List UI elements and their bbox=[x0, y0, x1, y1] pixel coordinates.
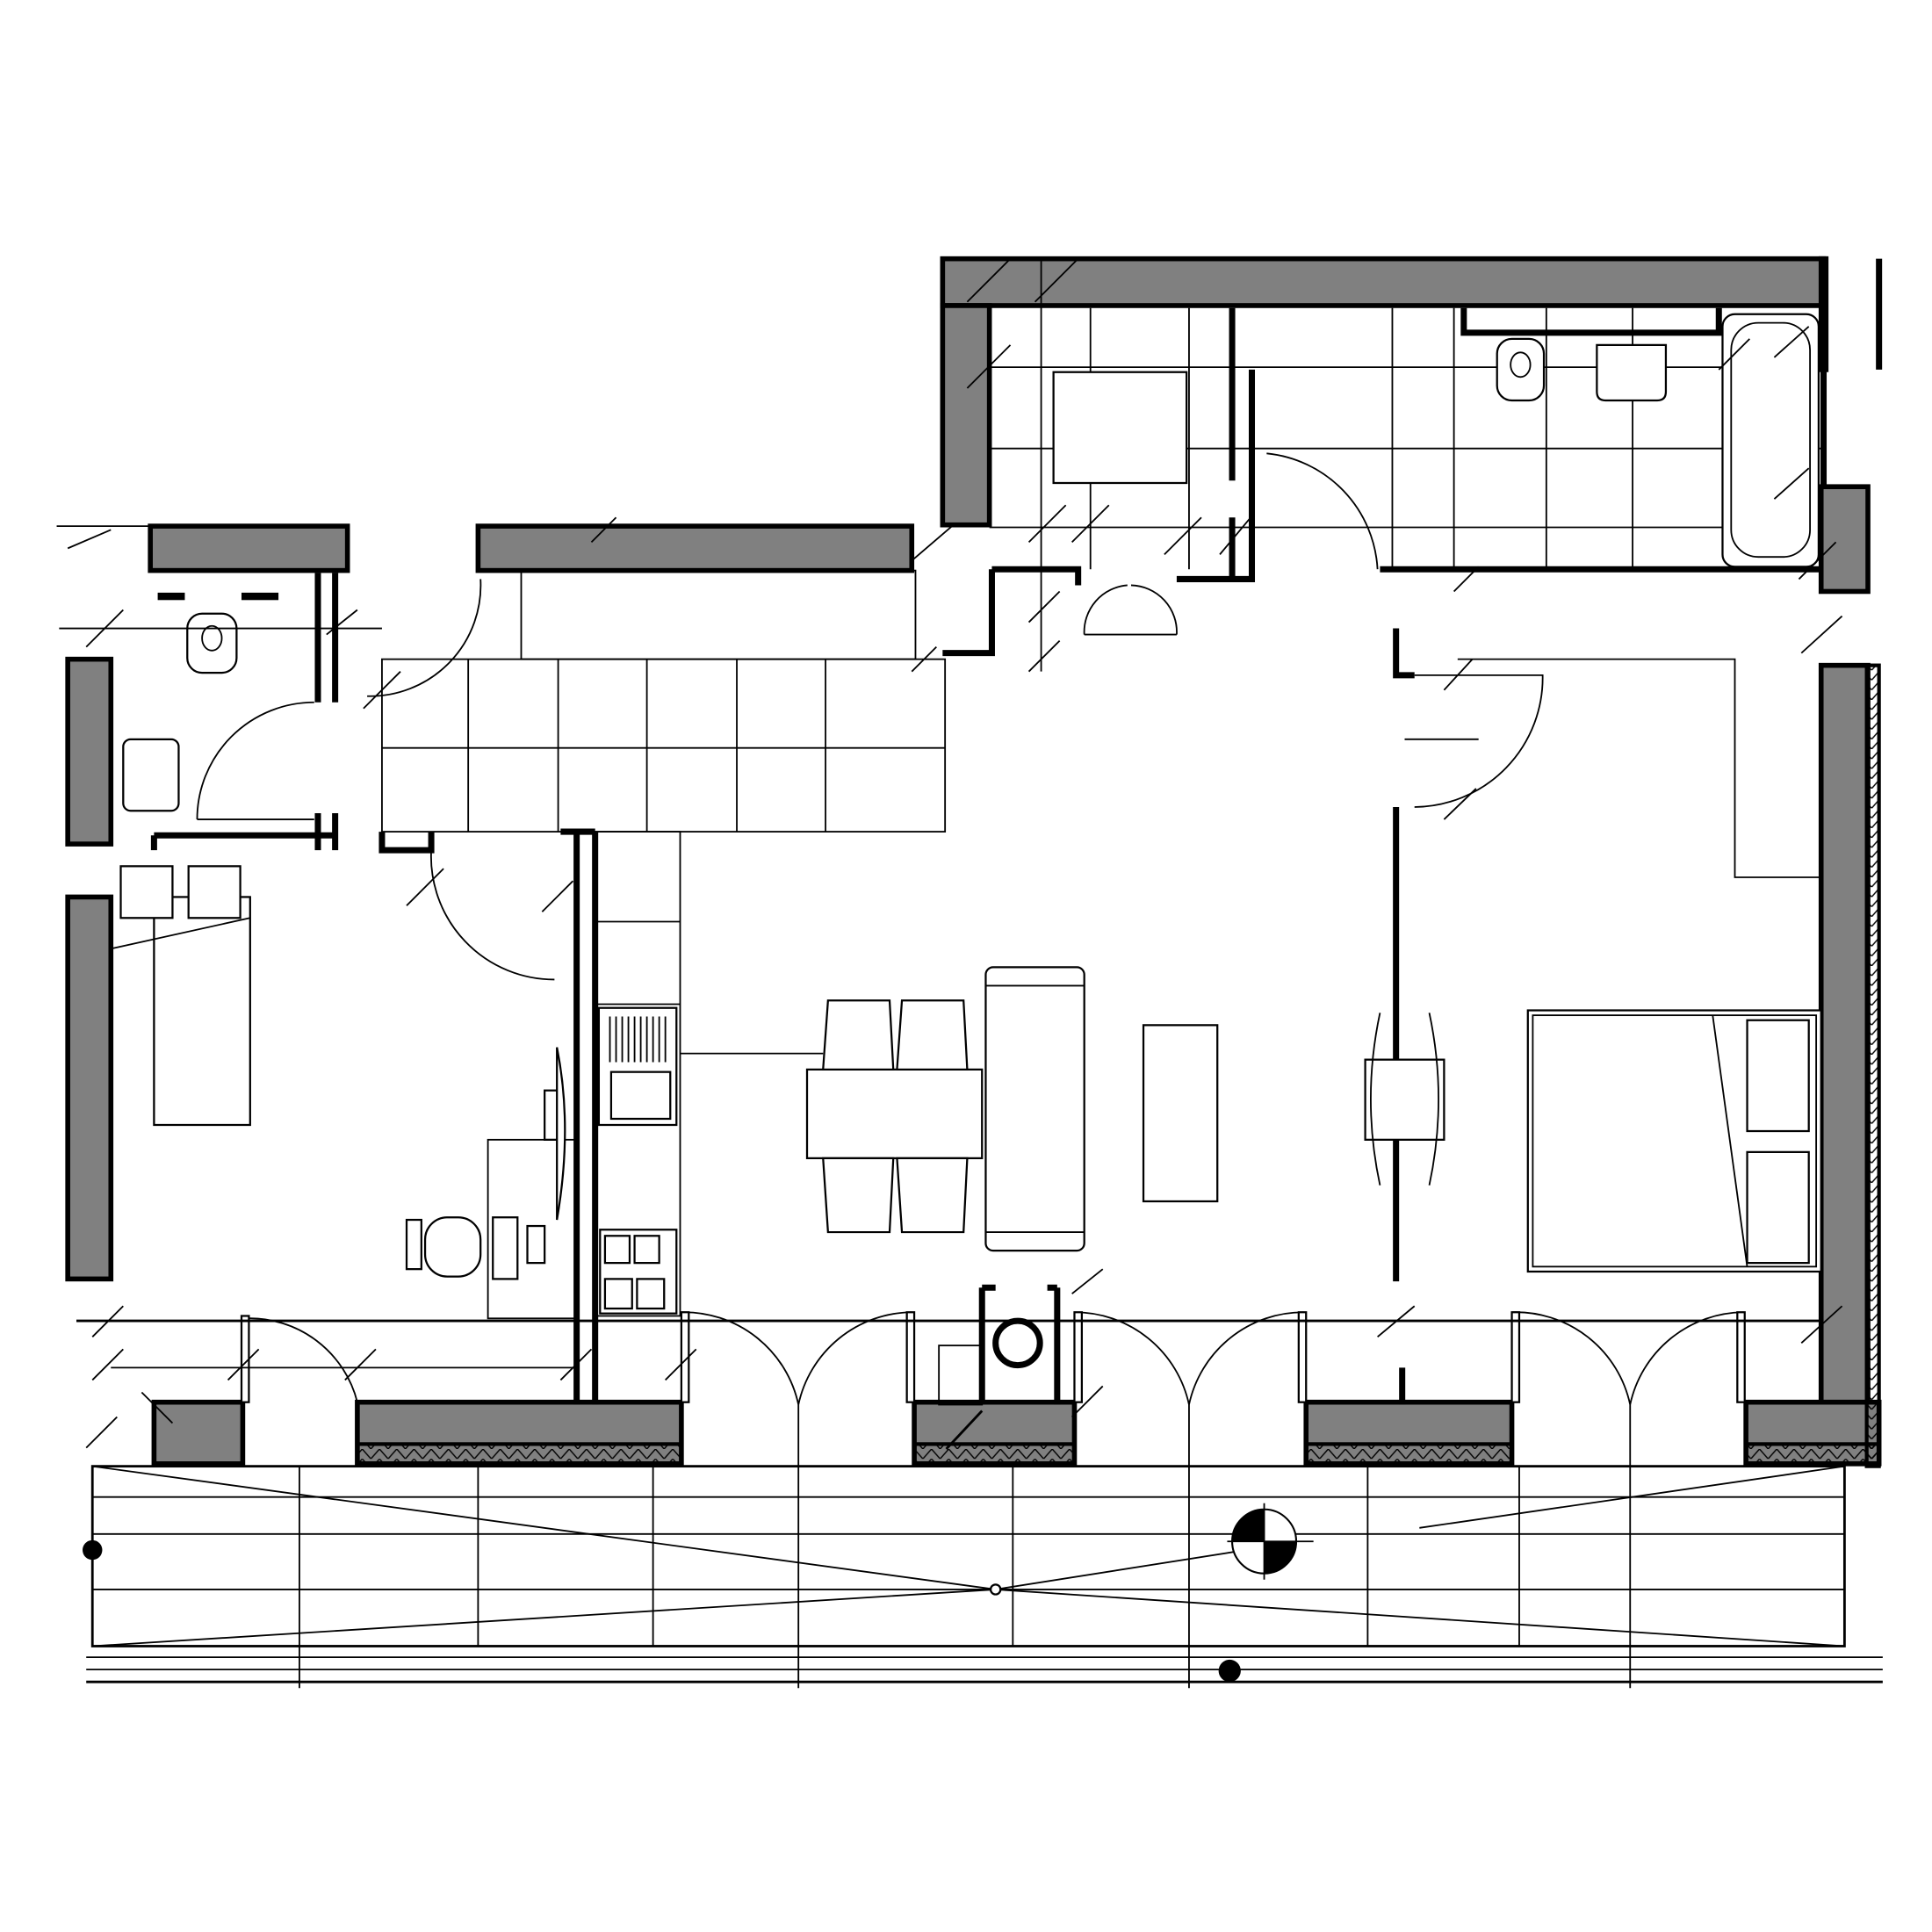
terrace-grid bbox=[299, 1404, 1846, 1689]
bath-tiles bbox=[989, 258, 1821, 672]
dimension-ticks bbox=[67, 257, 1843, 1449]
wardrobe-icon bbox=[1457, 658, 1821, 878]
drain-icon bbox=[83, 1539, 103, 1561]
sink-icon bbox=[597, 1006, 678, 1127]
desk-icon bbox=[405, 1047, 578, 1320]
hallway-tiles bbox=[381, 569, 947, 833]
drain-icon bbox=[1218, 1659, 1241, 1683]
walls bbox=[65, 256, 1882, 1468]
dining-table-icon bbox=[805, 999, 984, 1234]
bed-icon bbox=[1526, 1009, 1822, 1273]
toilet-icon bbox=[186, 612, 238, 674]
bathtub-icon bbox=[1721, 313, 1820, 568]
terrace bbox=[83, 1404, 1883, 1689]
stove-icon bbox=[599, 1229, 678, 1315]
sink-icon bbox=[122, 738, 180, 812]
tv-unit-icon bbox=[1364, 1013, 1445, 1186]
coffee-table-icon bbox=[1142, 1024, 1219, 1203]
kitchen-counter bbox=[594, 831, 824, 1317]
chair-icon bbox=[822, 999, 969, 1234]
chair-icon bbox=[405, 1216, 482, 1278]
column-icon bbox=[938, 1317, 1043, 1450]
north-marker-icon bbox=[1227, 1503, 1314, 1580]
toilet-icon bbox=[1496, 337, 1546, 402]
sofa-icon bbox=[984, 966, 1085, 1252]
doors bbox=[76, 452, 1824, 1405]
single-bed-icon bbox=[111, 865, 251, 1127]
sink-icon bbox=[1596, 343, 1668, 402]
